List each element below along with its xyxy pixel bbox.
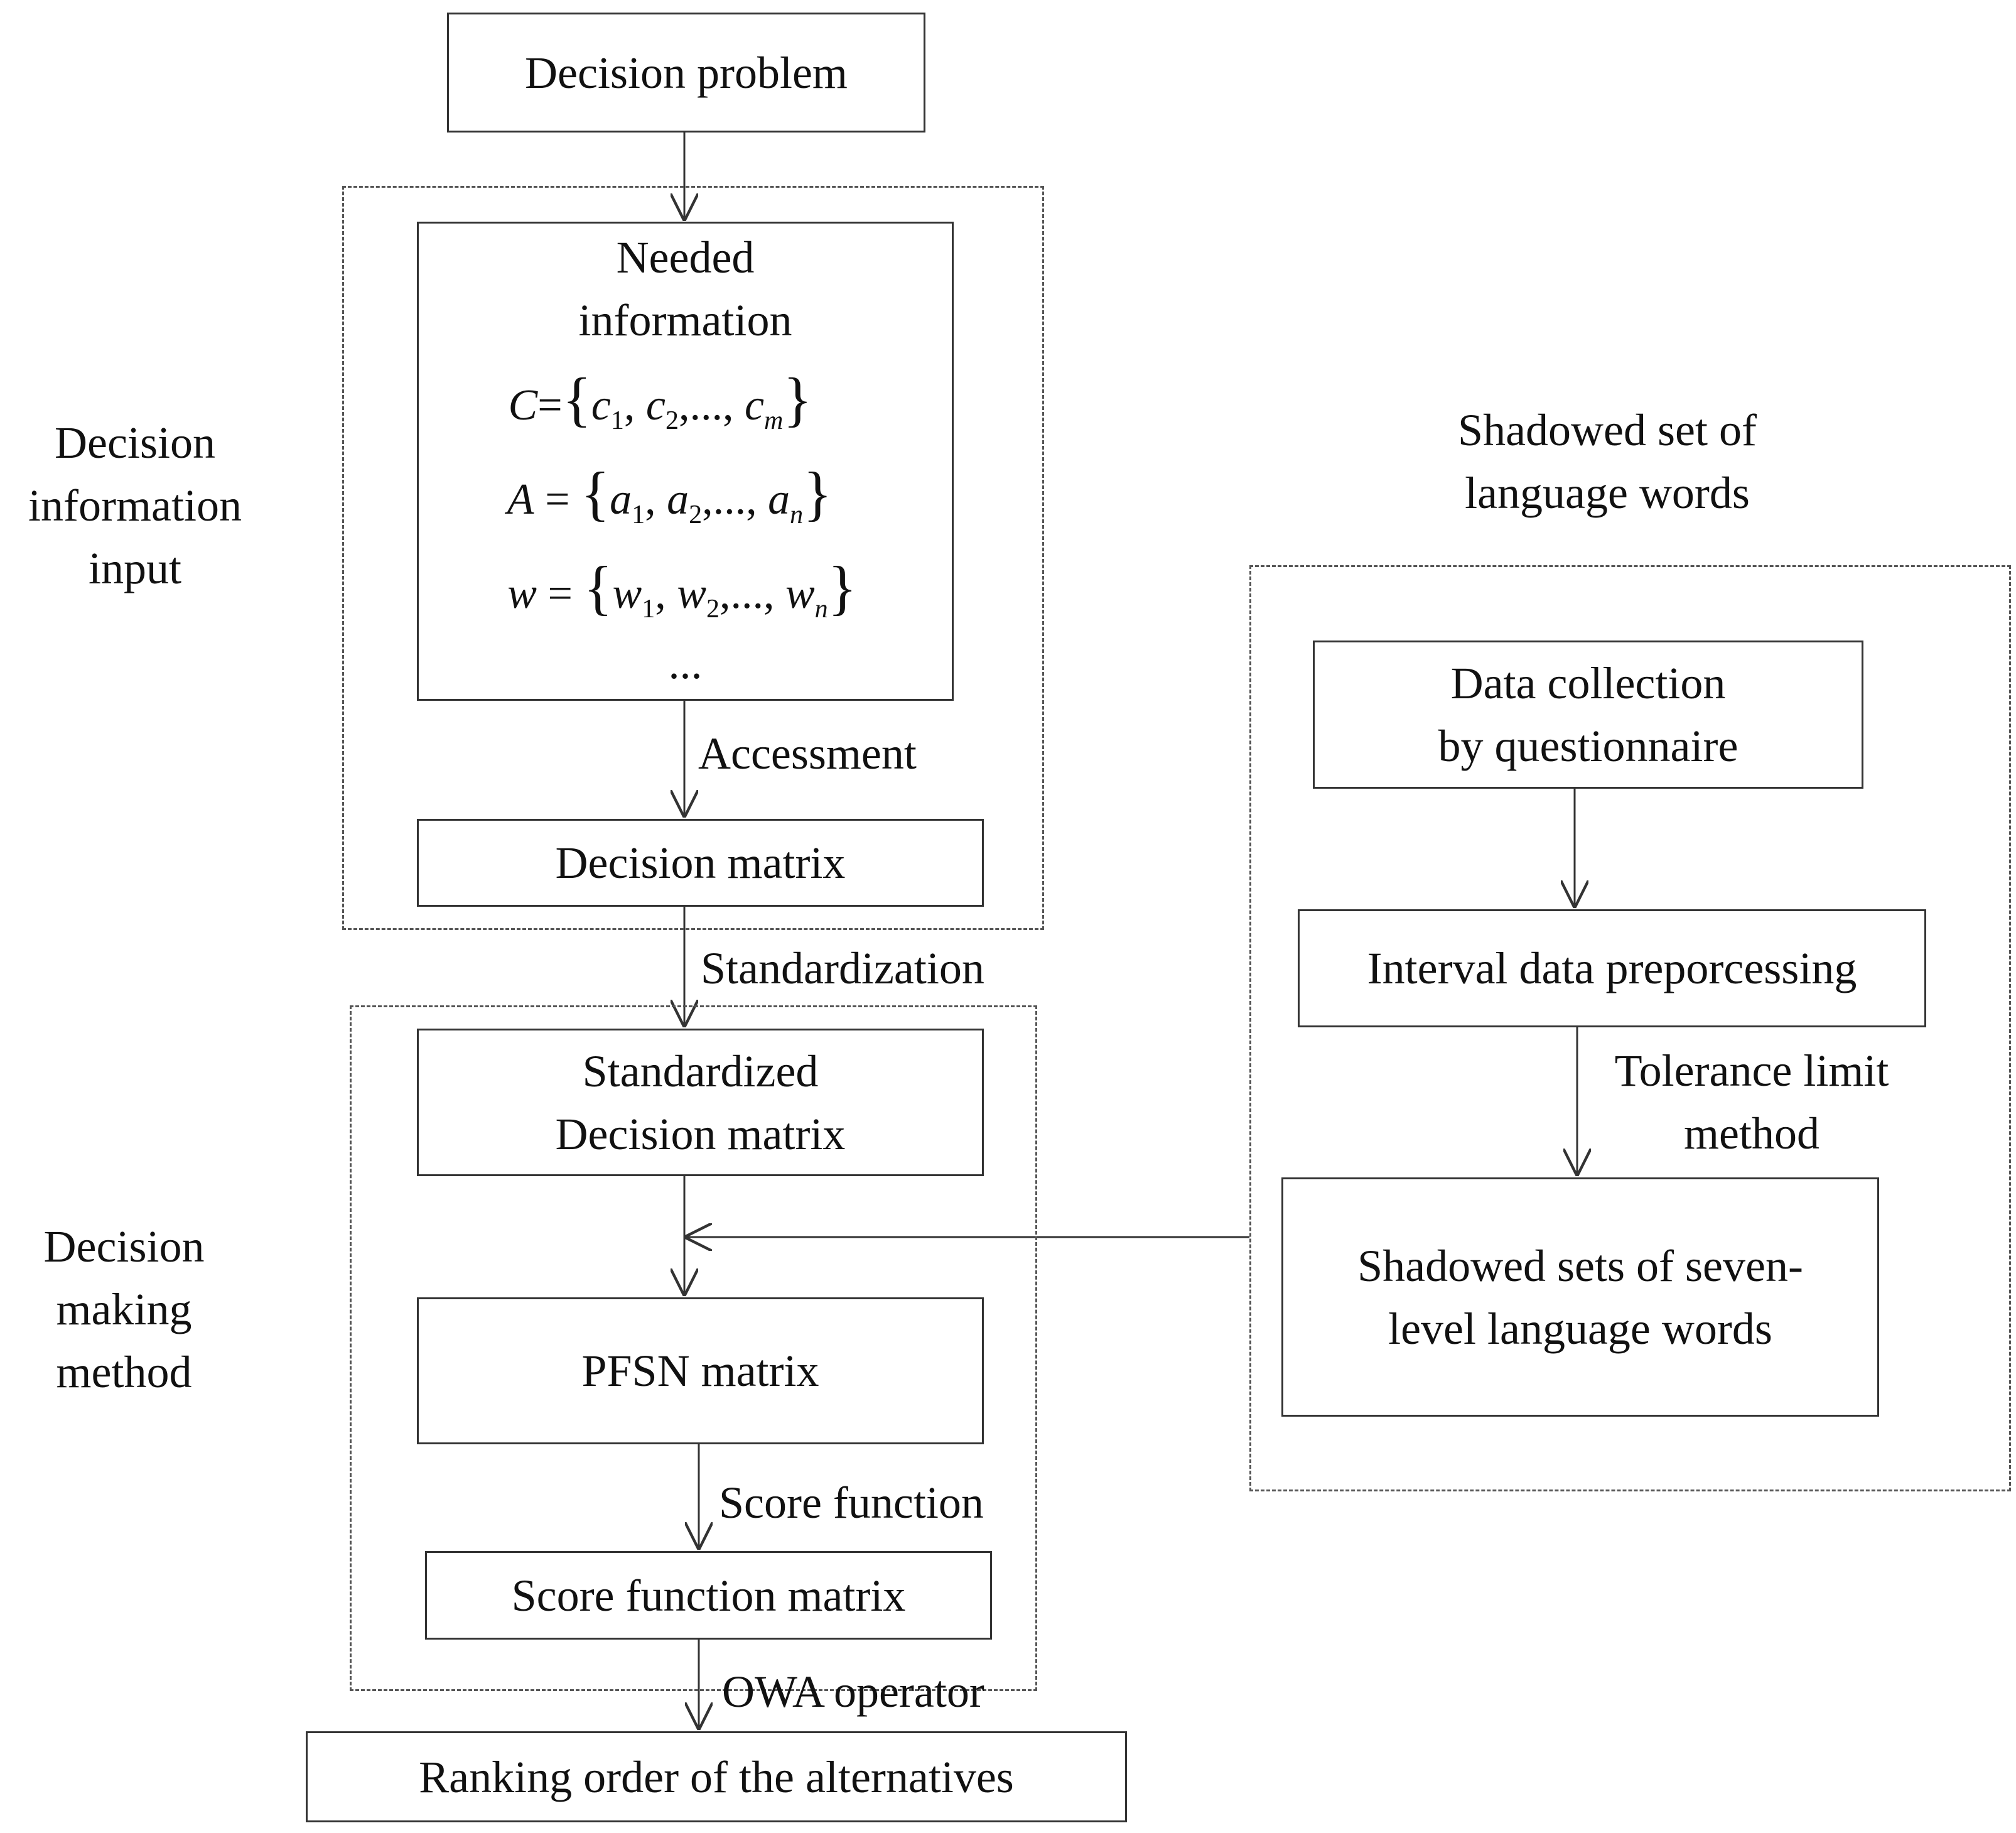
group-decision-information-input <box>342 186 1044 930</box>
standardized-decision-matrix-box: Standardized Decision matrix <box>417 1029 984 1176</box>
score-function-matrix-text: Score function matrix <box>511 1570 906 1621</box>
tolerance-limit-method-label: Tolerance limit method <box>1576 1039 1927 1165</box>
needed-information-ellipsis: ... <box>668 638 703 688</box>
score-function-label: Score function <box>719 1478 984 1528</box>
decision-information-input-label: Decision information input <box>0 411 270 600</box>
standardized-matrix-line-1: Standardized <box>582 1046 819 1096</box>
shadowed-sets-seven-level-box: Shadowed sets of seven- level language w… <box>1281 1177 1879 1417</box>
tolerance-limit-line-1: Tolerance limit <box>1614 1046 1889 1096</box>
set-a-formula: A = {a1, a2,..., an} <box>507 460 833 529</box>
shadowed-seven-level-line-1: Shadowed sets of seven- <box>1357 1240 1803 1291</box>
decision-making-method-line-2: making <box>56 1284 192 1334</box>
group-shadowed-set-language-words <box>1249 565 2011 1491</box>
data-collection-box: Data collection by questionnaire <box>1313 641 1863 789</box>
decision-problem-box: Decision problem <box>447 13 925 132</box>
set-w-formula: w = {w1, w2,..., wn} <box>507 554 857 624</box>
standardized-matrix-line-2: Decision matrix <box>555 1108 846 1159</box>
needed-information-line-2: information <box>578 295 792 345</box>
decision-information-input-line-1: Decision <box>55 418 215 468</box>
decision-making-method-line-1: Decision <box>43 1221 205 1272</box>
shadowed-set-language-words-line-2: language words <box>1465 468 1750 518</box>
interval-preprocessing-text: Interval data preporcessing <box>1367 943 1857 993</box>
shadowed-set-language-words-line-1: Shadowed set of <box>1458 405 1757 455</box>
decision-problem-text: Decision problem <box>525 47 848 98</box>
group-decision-making-method <box>350 1005 1037 1691</box>
decision-information-input-line-2: information <box>28 480 242 531</box>
pfsn-matrix-box: PFSN matrix <box>417 1297 984 1444</box>
standardization-label: Standardization <box>701 943 984 993</box>
needed-information-line-1: Needed <box>616 232 755 283</box>
ranking-order-box: Ranking order of the alternatives <box>306 1731 1127 1822</box>
owa-operator-label: OWA operator <box>722 1667 984 1717</box>
shadowed-set-language-words-label: Shadowed set of language words <box>1362 399 1852 524</box>
decision-making-method-label: Decision making method <box>0 1215 248 1403</box>
needed-information-box: Needed information C={c1, c2,..., cm} A … <box>417 222 954 701</box>
decision-information-input-line-3: input <box>88 543 181 593</box>
pfsn-matrix-text: PFSN matrix <box>581 1346 819 1396</box>
interval-data-preprocessing-box: Interval data preporcessing <box>1298 909 1926 1027</box>
data-collection-line-2: by questionnaire <box>1438 721 1738 771</box>
decision-making-method-line-3: method <box>56 1347 192 1397</box>
tolerance-limit-line-2: method <box>1684 1108 1819 1159</box>
shadowed-seven-level-line-2: level language words <box>1388 1303 1772 1354</box>
accessment-label: Accessment <box>698 728 917 779</box>
score-function-matrix-box: Score function matrix <box>425 1551 992 1640</box>
data-collection-line-1: Data collection <box>1450 658 1726 708</box>
decision-matrix-box: Decision matrix <box>417 819 984 907</box>
ranking-order-text: Ranking order of the alternatives <box>419 1751 1014 1802</box>
decision-matrix-text: Decision matrix <box>555 838 846 888</box>
set-c-formula: C={c1, c2,..., cm} <box>508 365 812 435</box>
